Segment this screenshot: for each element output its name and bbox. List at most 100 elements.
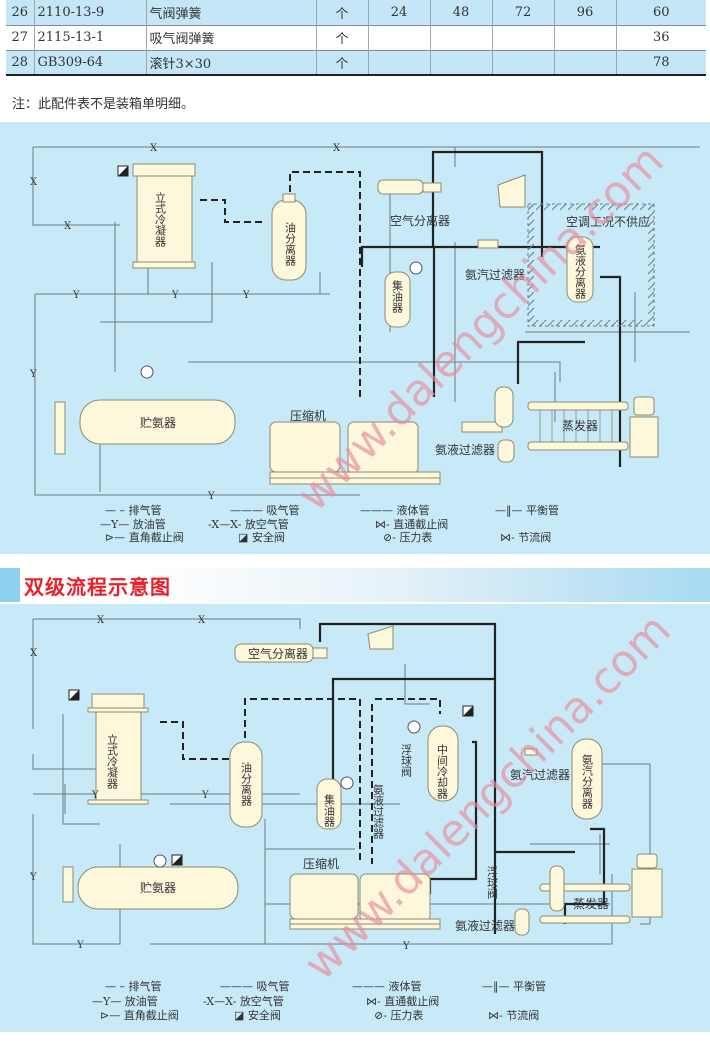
x-mark: X [64,221,72,232]
legend-air-vent: -X—X- 放空气管 [208,517,289,531]
safety-valve-icon [68,689,474,866]
evaporator-label: 蒸发器 [573,896,609,911]
table-row: 26 2110-13-9 气阀弹簧 个 24 48 72 96 60 [6,0,706,25]
legend-balance: —‖— 平衡管 [495,503,559,518]
receiver-label: 贮氨器 [140,415,176,430]
x-mark: X [150,143,158,154]
legend: — – 排气管 ——— 吸气管 ——— 液体管 —‖— 平衡管 —Y— 放油管 … [92,979,546,1022]
row-no: 26 [6,0,35,25]
y-mark: Y [207,491,215,502]
row-code: 2115-13-1 [33,25,147,50]
row-no: 28 [6,50,35,76]
condenser-body [95,711,142,803]
diagram2-labels: 空气分离器 立式冷凝器 油分离器 集油器 氨液过滤器 浮球阀 中间冷却器 氨汽过… [29,615,609,952]
watermark: www.dalengchina.com [288,135,674,521]
pipes-discharge [160,698,441,864]
table-row: 28 GB309-64 滚针3×30 个 78 [6,50,706,76]
no-ac-label: 空调工况不供应 [566,214,650,229]
y-mark: Y [29,872,37,883]
safety-valve-icon [117,165,129,177]
two-stage-diagram: 空气分离器 立式冷凝器 油分离器 集油器 氨液过滤器 浮球阀 中间冷却器 氨汽过… [29,604,681,1022]
y-mark: Y [72,290,80,301]
row-unit: 个 [315,0,369,25]
y-mark: Y [91,790,99,801]
y-mark: Y [242,290,250,301]
x-mark: X [97,615,105,626]
air-separator-label: 空气分离器 [390,213,450,228]
oil-separator-label: 油分离器 [284,221,297,267]
oil-separator-body [229,741,263,828]
legend-oil-drain: —Y— 放油管 [100,517,166,531]
row-c1 [367,25,431,50]
single-stage-diagram-panel: 立式冷凝器 油分离器 空气分离器 空调工况不供应 集油器 氨汽过滤器 氨液分离器… [0,122,710,554]
legend-throttle-valve: ⋈- 节流阀 [500,530,551,544]
section-title: 双级流程示意图 [24,575,171,599]
two-stage-diagram-panel: 空气分离器 立式冷凝器 油分离器 集油器 氨液过滤器 浮球阀 中间冷却器 氨汽过… [0,604,710,1032]
liquid-separator-label: 氨液分离器 [574,244,587,300]
row-unit: 个 [315,50,369,76]
legend-throttle-valve: ⋈- 节流阀 [488,1008,539,1022]
legend-angle-valve: ⊳— 直角截止阀 [105,530,184,544]
legend: — – 排气管 ——— 吸气管 ——— 液体管 —‖— 平衡管 —Y— 放油管 … [100,503,559,544]
row-c3 [491,50,555,76]
oil-collector-label: 集油器 [323,793,336,828]
row-c5: 60 [615,0,706,25]
oil-separator-label: 油分离器 [240,761,253,807]
pipes-thin [32,146,700,496]
x-mark: X [30,648,38,659]
equipment [54,163,659,485]
row-c5: 36 [615,25,706,50]
row-code: 2110-13-9 [33,0,147,25]
oil-funnel [367,625,394,650]
row-c4: 96 [553,0,617,25]
gas-filter-label: 氨汽过滤器 [465,267,525,282]
row-c3 [491,25,555,50]
y-mark: Y [29,369,37,380]
float-valve-2-label: 浮球阀 [486,866,499,900]
legend-suction: ——— 吸气管 [230,503,300,517]
x-mark: X [333,143,341,154]
row-c5: 78 [615,50,706,76]
section-tab-accent [0,568,20,602]
pressure-gauge-icon [140,261,423,379]
receiver-label: 贮氨器 [140,880,176,895]
oil-collector-body [316,778,342,830]
legend-safety-valve: ◪ 安全阀 [238,530,285,544]
legend-air-vent: -X—X- 放空气管 [203,994,284,1008]
liquid-filter-vertical-label: 氨液过滤器 [372,784,385,840]
row-name: 气阀弹簧 [145,0,317,25]
condenser-label: 立式冷凝器 [154,191,167,248]
gas-separator-body [571,738,603,820]
legend-safety-valve: ◪ 安全阀 [234,1008,281,1022]
intercooler-label: 中间冷却器 [436,744,449,800]
air-separator-body [377,179,424,195]
row-c2: 48 [429,0,493,25]
legend-liquid: ——— 液体管 [352,979,422,993]
compressor-label: 压缩机 [290,408,326,423]
evaporator-bottom [527,441,629,451]
condenser-label: 立式冷凝器 [106,733,119,790]
row-unit: 个 [315,25,369,50]
y-mark: Y [201,790,209,801]
legend-exhaust: — – 排气管 [105,979,162,993]
row-code: GB309-64 [33,50,147,76]
y-mark: Y [76,940,84,951]
table-note: 注：此配件表不是装箱单明细。 [12,97,195,112]
row-name: 吸气阀弹簧 [145,25,317,50]
legend-globe-valve: ⋈- 直通截止阀 [375,517,448,531]
legend-balance: —‖— 平衡管 [482,979,546,994]
parts-table: 26 2110-13-9 气阀弹簧 个 24 48 72 96 60 27 21… [6,0,706,76]
legend-suction: ——— 吸气管 [220,979,290,993]
liquid-separator-body [566,236,594,303]
pipes-discharge [200,171,361,397]
liquid-filter-label: 氨液过滤器 [455,918,515,933]
single-stage-diagram: 立式冷凝器 油分离器 空气分离器 空调工况不供应 集油器 氨汽过滤器 氨液分离器… [29,135,700,544]
table-row: 27 2115-13-1 吸气阀弹簧 个 36 [6,25,706,50]
row-c2 [429,25,493,50]
evaporator-top [527,401,629,411]
intercooler-body [427,725,459,802]
section-header: 双级流程示意图 [0,568,710,602]
oil-collector-body [384,271,411,328]
y-mark: Y [402,941,410,952]
compressor-label: 压缩机 [303,856,339,871]
